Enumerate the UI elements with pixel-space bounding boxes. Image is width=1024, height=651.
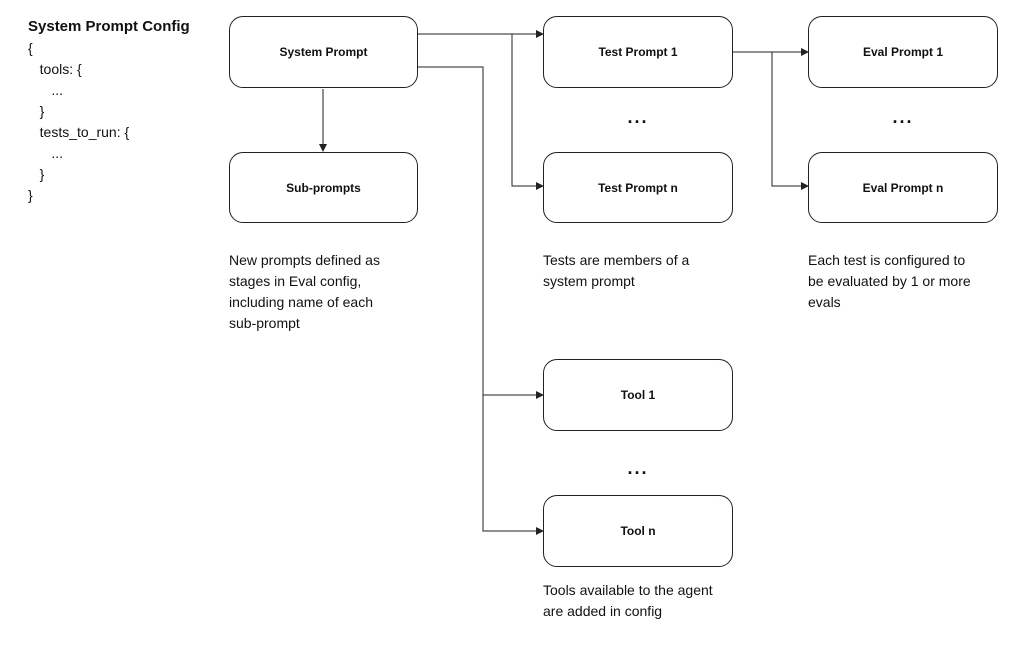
note-line: New prompts defined as (229, 252, 380, 268)
note-line: stages in Eval config, (229, 273, 362, 289)
config-line: ... (28, 145, 64, 161)
note-line: sub-prompt (229, 315, 300, 331)
note-line: are added in config (543, 603, 663, 619)
system-prompt-config: System Prompt Config { tools: { ... } te… (28, 16, 190, 206)
note-line: evals (808, 294, 841, 310)
note-line: Each test is configured to (808, 252, 966, 268)
test-prompts-ellipsis: ... (627, 107, 649, 127)
note-line: Tests are members of a (543, 252, 690, 268)
arrow-test-to-evaln (771, 52, 809, 190)
sub-prompts-box: Sub-prompts (229, 152, 418, 223)
config-line: } (28, 103, 45, 119)
config-line: } (28, 166, 45, 182)
config-title: System Prompt Config (28, 18, 190, 35)
note-line: including name of each (229, 294, 373, 310)
tool-n-box: Tool n (543, 495, 733, 567)
config-line: } (28, 187, 33, 203)
system-prompt-box: System Prompt (229, 16, 418, 88)
tests-note: Tests are members of a system prompt (543, 250, 689, 292)
note-line: system prompt (543, 273, 635, 289)
evals-note: Each test is configured to be evaluated … (808, 250, 971, 313)
tool-1-box: Tool 1 (543, 359, 733, 431)
tools-note: Tools available to the agent are added i… (543, 580, 713, 622)
config-line: ... (28, 82, 64, 98)
config-line: { (28, 40, 33, 56)
test-prompt-n-box: Test Prompt n (543, 152, 733, 223)
arrow-system-to-tooln (482, 395, 544, 535)
eval-prompts-ellipsis: ... (892, 107, 914, 127)
arrow-system-to-tool1 (418, 66, 544, 399)
config-line: tests_to_run: { (28, 124, 130, 140)
eval-prompt-1-box: Eval Prompt 1 (808, 16, 998, 88)
config-line: tools: { (28, 61, 82, 77)
eval-prompt-n-box: Eval Prompt n (808, 152, 998, 223)
sub-prompts-note: New prompts defined as stages in Eval co… (229, 250, 380, 334)
test-prompt-1-box: Test Prompt 1 (543, 16, 733, 88)
arrow-system-to-testn (511, 34, 544, 190)
note-line: be evaluated by 1 or more (808, 273, 971, 289)
tools-ellipsis: ... (627, 458, 649, 478)
note-line: Tools available to the agent (543, 582, 713, 598)
